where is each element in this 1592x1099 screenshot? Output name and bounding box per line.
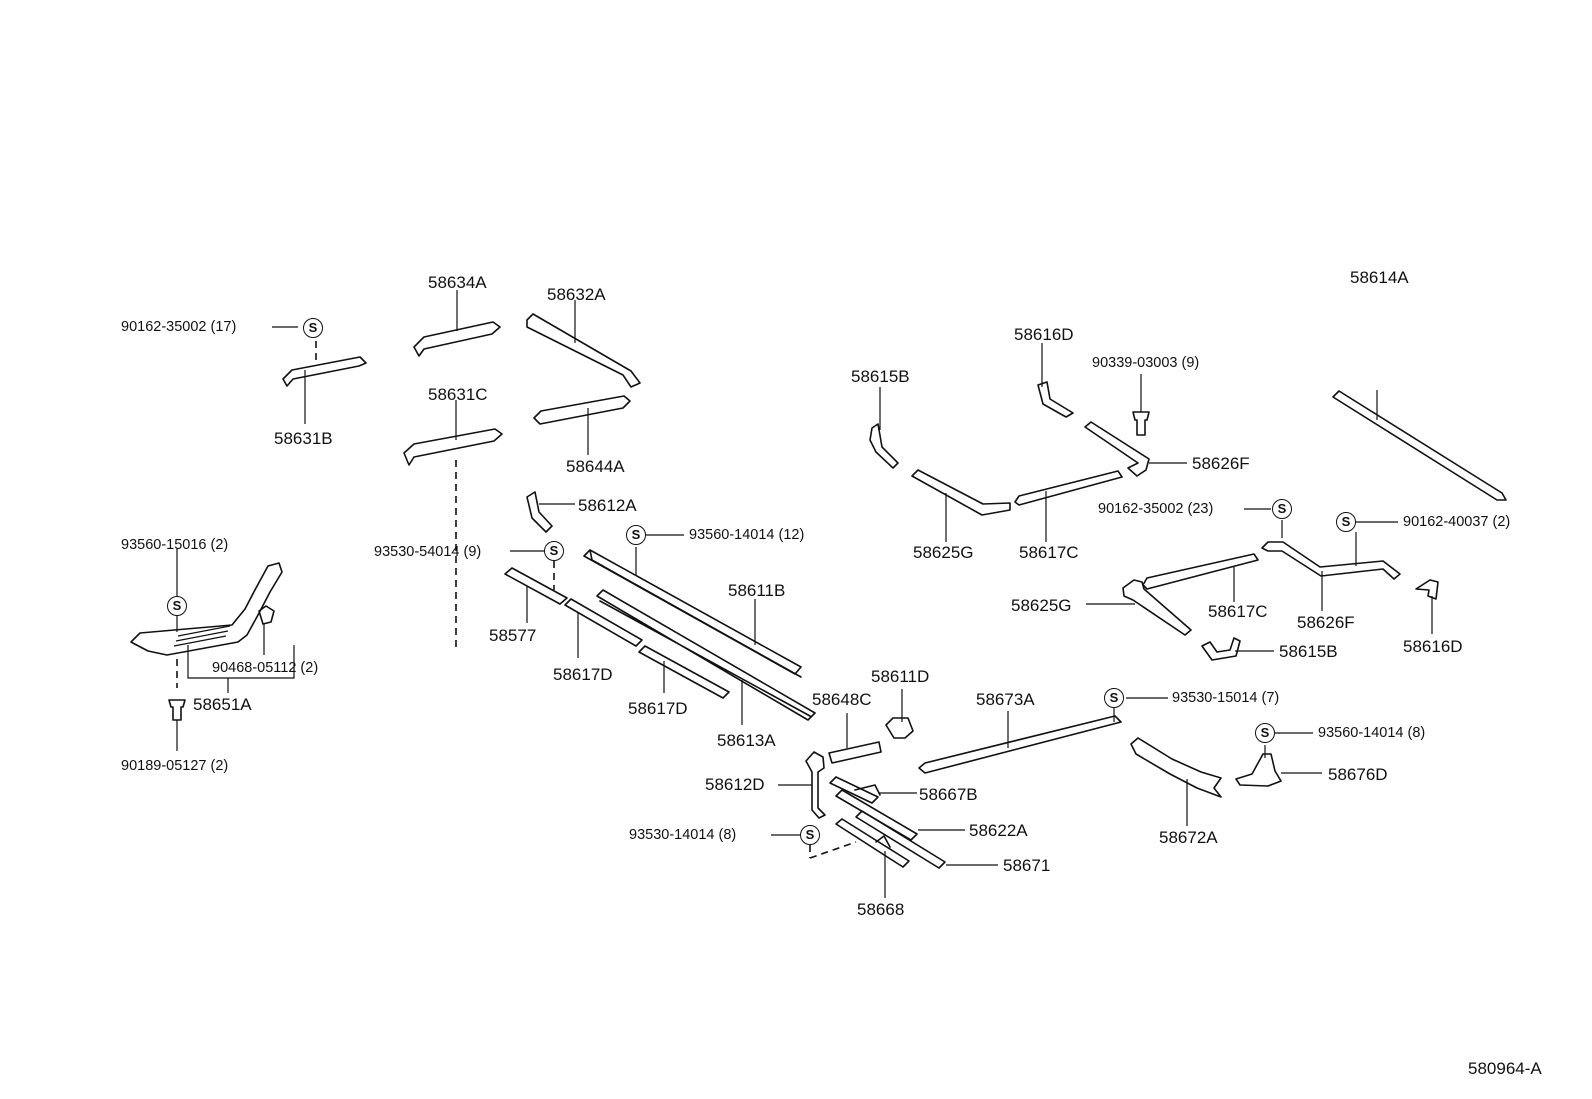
label-93530-54014-9: 93530-54014 (9) <box>374 544 482 560</box>
part-58617c-lower-shape <box>1142 553 1259 590</box>
part-58676d-shape <box>1235 753 1282 787</box>
s-symbol-93530-14014-8: S <box>800 825 820 845</box>
label-58634a: 58634A <box>428 273 487 292</box>
label-93530-15014-7: 93530-15014 (7) <box>1172 690 1280 706</box>
part-58615b-upper-shape <box>869 423 899 469</box>
part-58631b-shape <box>282 356 367 387</box>
label-58613a: 58613A <box>717 731 776 750</box>
label-58614a: 58614A <box>1350 268 1409 287</box>
part-58668-shape <box>835 818 910 868</box>
part-58617d-upper-shape <box>564 598 643 647</box>
label-58617d-lower: 58617D <box>628 699 688 718</box>
label-58631b: 58631B <box>274 429 333 448</box>
part-58612d-shape <box>805 751 826 819</box>
s-symbol-90162-35002-23: S <box>1272 499 1292 519</box>
label-90339-03003-9: 90339-03003 (9) <box>1092 355 1200 371</box>
label-58617c-lower: 58617C <box>1208 602 1268 621</box>
part-58617c-upper-shape <box>1014 470 1123 506</box>
clip-90468-shape <box>258 605 275 625</box>
diagram-reference-number: 580964-A <box>1468 1059 1542 1078</box>
part-58617d-lower-shape <box>638 645 730 699</box>
label-93530-14014-8: 93530-14014 (8) <box>629 827 737 843</box>
part-58625g-lower-shape <box>1122 579 1192 636</box>
label-58615b-upper: 58615B <box>851 367 910 386</box>
s-symbol-90162-35002-17: S <box>303 318 323 338</box>
label-58612d: 58612D <box>705 775 765 794</box>
label-58617d-upper: 58617D <box>553 665 613 684</box>
label-58648c: 58648C <box>812 690 872 709</box>
label-93560-15016-2: 93560-15016 (2) <box>121 537 229 553</box>
part-58626f-upper-shape <box>1084 421 1150 477</box>
label-93560-14014-8: 93560-14014 (8) <box>1318 725 1426 741</box>
label-93560-14014-12: 93560-14014 (12) <box>689 527 805 543</box>
label-58631c: 58631C <box>428 385 488 404</box>
label-58617c-upper: 58617C <box>1019 543 1079 562</box>
label-58622a: 58622A <box>969 821 1028 840</box>
label-58626f-lower: 58626F <box>1297 613 1355 632</box>
part-58644a-shape <box>533 395 631 425</box>
part-58648c-shape <box>828 741 882 764</box>
part-58672a-shape <box>1130 737 1222 798</box>
label-58611d: 58611D <box>871 667 930 686</box>
part-58651a-shape <box>130 562 283 656</box>
label-58611b: 58611B <box>728 581 786 600</box>
s-symbol-93530-54014: S <box>544 541 564 561</box>
label-58668: 58668 <box>857 900 905 919</box>
part-58634a-shape <box>413 321 501 357</box>
label-58616d-lower: 58616D <box>1403 637 1463 656</box>
s-symbol-93560-14014-12: S <box>626 525 646 545</box>
part-58616d-lower-shape <box>1415 579 1439 600</box>
label-58667b: 58667B <box>919 785 978 804</box>
label-90162-35002-17: 90162-35002 (17) <box>121 319 237 335</box>
label-58632a: 58632A <box>547 285 606 304</box>
s-symbol-93530-15014: S <box>1104 688 1124 708</box>
label-58615b-lower: 58615B <box>1279 642 1338 661</box>
label-90468-05112-2: 90468-05112 (2) <box>212 660 319 676</box>
label-58616d-upper: 58616D <box>1014 325 1074 344</box>
s-symbol-93560-15016: S <box>167 596 187 616</box>
part-58611d-shape <box>885 717 914 739</box>
label-90162-40037-2: 90162-40037 (2) <box>1403 514 1511 530</box>
label-58625g-upper: 58625G <box>913 543 974 562</box>
screw-90339-shape <box>1132 411 1150 436</box>
label-58672a: 58672A <box>1159 828 1218 847</box>
label-58625g-lower: 58625G <box>1011 596 1072 615</box>
part-58631c-shape <box>403 428 503 466</box>
part-58667b-shape <box>829 776 881 804</box>
label-58651a: 58651A <box>193 695 252 714</box>
part-58625g-upper-shape <box>911 469 1011 516</box>
part-58611b-shape <box>583 549 802 678</box>
label-58577: 58577 <box>489 626 537 645</box>
part-58615b-lower-shape <box>1201 637 1241 661</box>
part-58613a-shape <box>596 589 816 721</box>
part-58673a-shape <box>918 715 1122 774</box>
label-90162-35002-23: 90162-35002 (23) <box>1098 501 1214 517</box>
label-58626f-upper: 58626F <box>1192 454 1250 473</box>
part-58671-shape <box>855 810 946 869</box>
part-58626f-lower-shape <box>1261 541 1401 580</box>
part-58616d-upper-shape <box>1037 381 1074 418</box>
part-58612a-shape <box>526 491 553 533</box>
label-90189-05127-2: 90189-05127 (2) <box>121 758 229 774</box>
label-58676d: 58676D <box>1328 765 1388 784</box>
label-58612a: 58612A <box>578 496 637 515</box>
label-58671: 58671 <box>1003 856 1051 875</box>
rivet-90189-shape <box>168 699 186 721</box>
label-58673a: 58673A <box>976 690 1035 709</box>
part-58577-shape <box>504 567 568 605</box>
s-symbol-93560-14014-8: S <box>1255 723 1275 743</box>
s-symbol-90162-40037: S <box>1336 512 1356 532</box>
part-58614a-shape <box>1332 390 1507 501</box>
label-58644a: 58644A <box>566 457 625 476</box>
part-58632a-shape <box>526 313 641 388</box>
